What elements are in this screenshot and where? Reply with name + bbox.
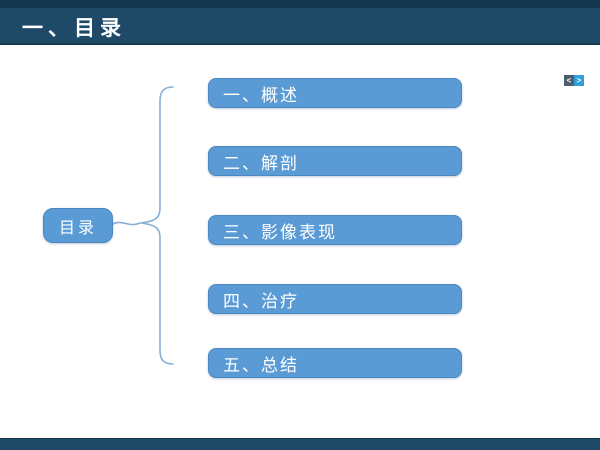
chevron-right-icon: > bbox=[576, 76, 582, 85]
toc-item-overview: 一、概述 bbox=[208, 78, 462, 108]
chevron-left-icon: < bbox=[566, 76, 572, 85]
toc-item-imaging: 三、影像表现 bbox=[208, 215, 462, 245]
toc-root-label: 目录 bbox=[58, 219, 97, 237]
toc-item-label: 五、总结 bbox=[223, 355, 299, 375]
toc-root-box: 目录 bbox=[43, 208, 113, 243]
toc-item-label: 二、解剖 bbox=[223, 153, 299, 173]
prev-slide-button[interactable]: < bbox=[564, 75, 574, 86]
toc-item-treatment: 四、治疗 bbox=[208, 284, 462, 314]
next-slide-button[interactable]: > bbox=[574, 75, 584, 86]
toc-item-label: 四、治疗 bbox=[223, 291, 299, 311]
toc-item-label: 三、影像表现 bbox=[223, 222, 337, 242]
toc-item-anatomy: 二、解剖 bbox=[208, 146, 462, 176]
page-title: 一、目录 bbox=[22, 16, 126, 40]
toc-item-label: 一、概述 bbox=[223, 85, 299, 105]
slide-nav: < > bbox=[564, 75, 584, 86]
slide-header: 一、目录 bbox=[0, 0, 600, 45]
slide-footer bbox=[0, 438, 600, 450]
toc-item-summary: 五、总结 bbox=[208, 348, 462, 378]
